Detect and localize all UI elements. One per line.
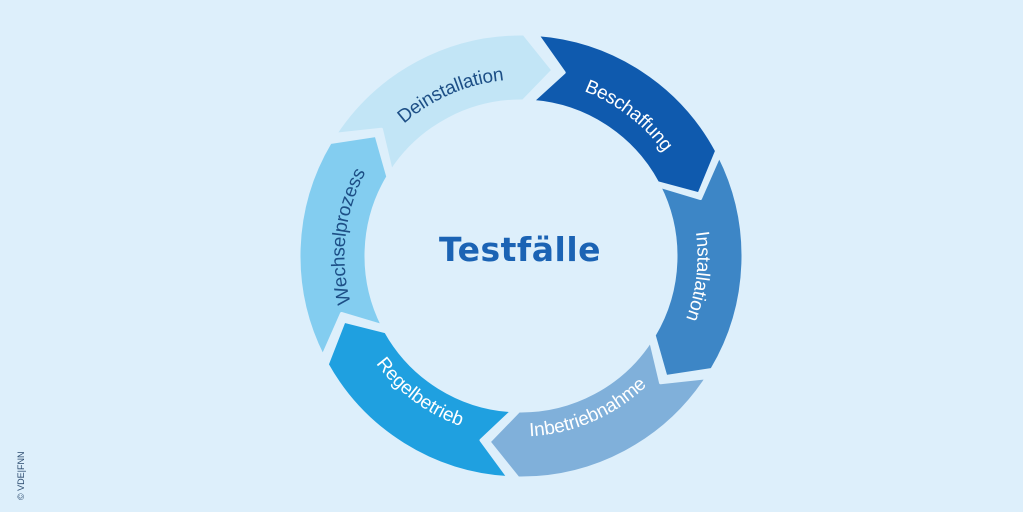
segment-inbetriebnahme <box>487 339 709 480</box>
center-title: Testfälle <box>438 230 602 269</box>
segment-regelbetrieb <box>325 319 514 480</box>
segment-beschaffung <box>530 33 719 196</box>
segment-deinstallation <box>333 32 555 173</box>
copyright-notice: © VDE|FNN <box>16 451 26 500</box>
segment-installation <box>652 154 745 379</box>
segment-wechselprozess <box>297 133 390 358</box>
